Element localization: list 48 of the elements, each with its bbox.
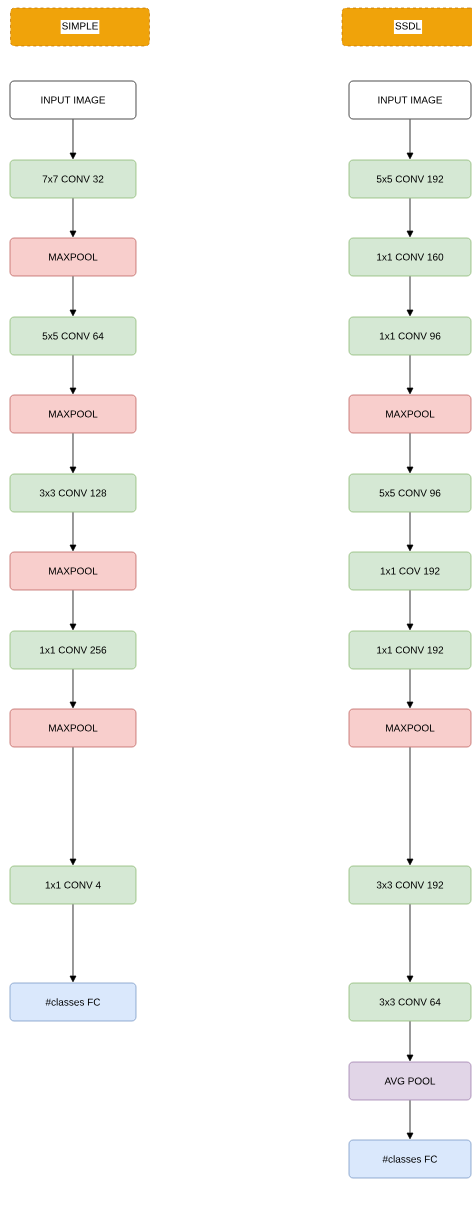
- conv-layer-box: 1x1 CONV 160: [348, 237, 472, 277]
- pooling-layer-box: MAXPOOL: [9, 708, 137, 748]
- conv-layer-box: 1x1 CONV 96: [348, 316, 472, 356]
- conv-layer-box: 5x5 CONV 64: [9, 316, 137, 356]
- arrow: [406, 589, 414, 631]
- arrow: [69, 903, 77, 983]
- arrow: [406, 197, 414, 238]
- column-header: SIMPLE: [10, 7, 150, 47]
- arrow: [406, 903, 414, 983]
- conv-layer-box: 7x7 CONV 32: [9, 159, 137, 199]
- arrow: [406, 668, 414, 709]
- conv-layer-box: 1x1 CONV 192: [348, 630, 472, 670]
- input-box: INPUT IMAGE: [348, 80, 472, 120]
- arrow: [69, 118, 77, 160]
- arrow: [406, 432, 414, 474]
- arrow: [69, 275, 77, 317]
- conv-layer-box: 3x3 CONV 128: [9, 473, 137, 513]
- arrow: [406, 118, 414, 160]
- arrow: [406, 1020, 414, 1062]
- arrow: [406, 1099, 414, 1140]
- arrow: [69, 354, 77, 395]
- column-header: SSDL: [341, 7, 472, 47]
- arrow: [69, 432, 77, 474]
- arrow: [69, 668, 77, 709]
- conv-layer-box: 1x1 CONV 4: [9, 865, 137, 905]
- conv-layer-box: 1x1 COV 192: [348, 551, 472, 591]
- conv-layer-box: 3x3 CONV 64: [348, 982, 472, 1022]
- arrow: [406, 746, 414, 866]
- arrow: [69, 589, 77, 631]
- pooling-layer-box: MAXPOOL: [348, 708, 472, 748]
- arrow: [69, 746, 77, 866]
- arrow: [406, 511, 414, 552]
- conv-layer-box: 5x5 CONV 96: [348, 473, 472, 513]
- arrow: [69, 511, 77, 552]
- fc-layer-box: #classes FC: [9, 982, 137, 1022]
- conv-layer-box: 1x1 CONV 256: [9, 630, 137, 670]
- pooling-layer-box: MAXPOOL: [348, 394, 472, 434]
- fc-layer-box: #classes FC: [348, 1139, 472, 1179]
- input-box: INPUT IMAGE: [9, 80, 137, 120]
- conv-layer-box: 5x5 CONV 192: [348, 159, 472, 199]
- pooling-layer-box: MAXPOOL: [9, 551, 137, 591]
- pooling-layer-box: AVG POOL: [348, 1061, 472, 1101]
- pooling-layer-box: MAXPOOL: [9, 237, 137, 277]
- pooling-layer-box: MAXPOOL: [9, 394, 137, 434]
- arrow: [406, 275, 414, 317]
- arrow: [69, 197, 77, 238]
- arrow: [406, 354, 414, 395]
- conv-layer-box: 3x3 CONV 192: [348, 865, 472, 905]
